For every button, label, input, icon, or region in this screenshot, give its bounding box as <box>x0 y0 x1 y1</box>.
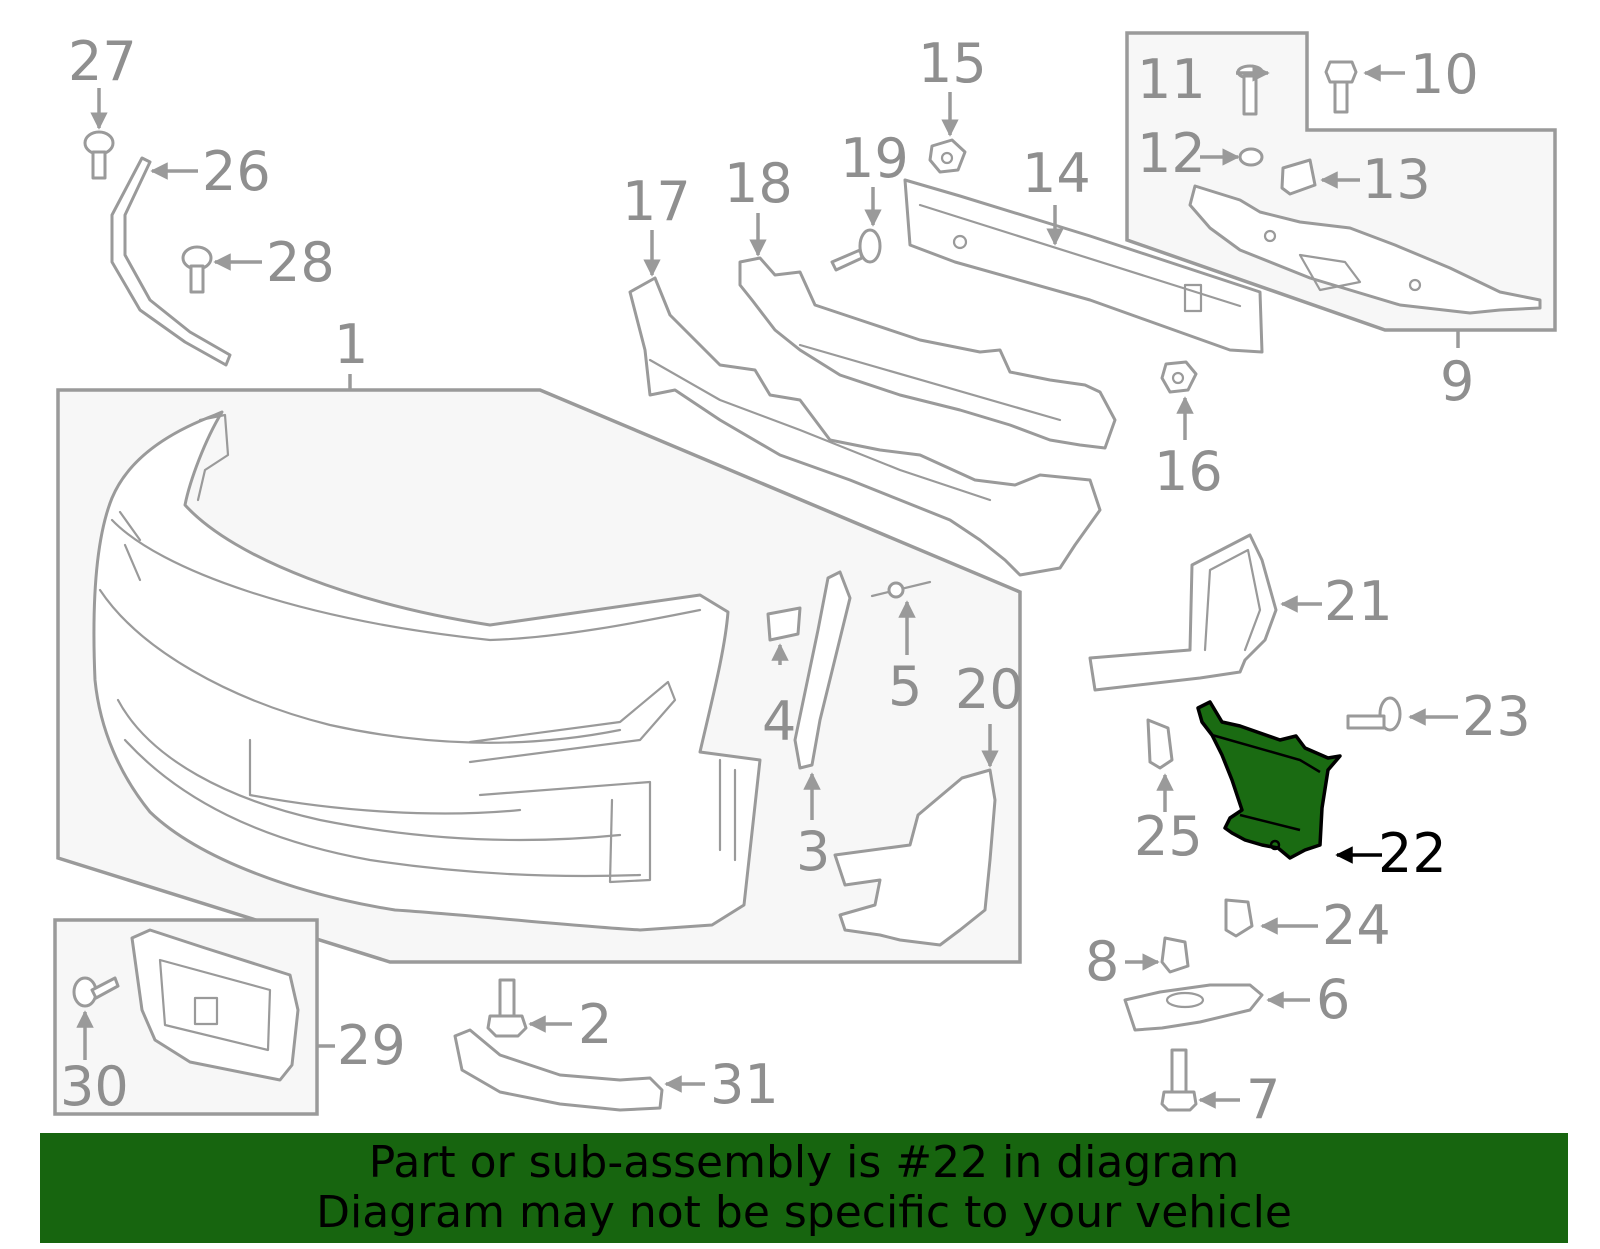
part-29-plate-bracket <box>130 928 300 1082</box>
callout-14: 14 <box>1022 142 1091 205</box>
part-23-bolt <box>1346 696 1402 732</box>
callout-20: 20 <box>955 658 1024 721</box>
part-19-screw <box>830 228 882 272</box>
callout-16: 16 <box>1154 440 1223 503</box>
banner-line-1: Part or sub-assembly is #22 in diagram <box>368 1137 1240 1188</box>
callout-labels: 1 2 3 4 5 6 7 8 9 10 11 12 13 14 15 16 1… <box>60 30 1531 1131</box>
callout-30: 30 <box>60 1055 129 1118</box>
part-9-bracket <box>1188 184 1542 315</box>
part-6-bracket <box>1123 983 1264 1032</box>
part-20-bracket <box>833 768 997 947</box>
part-17-reinforcement <box>628 276 1102 577</box>
callout-29: 29 <box>337 1014 406 1077</box>
part-30-screw <box>72 976 120 1008</box>
callout-5: 5 <box>888 655 922 718</box>
callout-19: 19 <box>840 127 909 190</box>
callout-13: 13 <box>1362 148 1431 211</box>
part-18-bracket <box>738 256 1117 450</box>
part-27-screw <box>83 130 115 180</box>
part-14-absorber <box>903 178 1264 354</box>
callout-18: 18 <box>724 152 793 215</box>
part-8-clip <box>1160 936 1190 974</box>
callout-10: 10 <box>1410 43 1479 106</box>
callout-6: 6 <box>1316 968 1350 1031</box>
part-2-bolt <box>486 978 528 1038</box>
part-22-highlighted <box>1196 700 1342 860</box>
part-24-clip <box>1224 898 1254 938</box>
callout-21: 21 <box>1324 570 1393 633</box>
callout-3: 3 <box>796 820 830 883</box>
part-10-bolt <box>1324 60 1358 114</box>
callout-31: 31 <box>710 1053 779 1116</box>
bumper-fascia-part <box>92 410 762 932</box>
callout-22: 22 <box>1378 822 1447 885</box>
callout-28: 28 <box>266 231 335 294</box>
callout-1: 1 <box>334 313 368 376</box>
part-15-nut <box>928 138 967 174</box>
callout-26: 26 <box>202 140 271 203</box>
part-7-bolt <box>1160 1048 1198 1112</box>
banner-line-2: Diagram may not be specific to your vehi… <box>316 1187 1292 1238</box>
callout-4: 4 <box>762 690 796 753</box>
part-16-nut <box>1160 360 1198 394</box>
callout-12: 12 <box>1137 122 1206 185</box>
part-25-clip <box>1146 718 1174 770</box>
callout-24: 24 <box>1322 894 1391 957</box>
part-31-spoiler <box>453 1028 664 1112</box>
part-5-pin <box>870 580 932 599</box>
callout-15: 15 <box>918 32 987 95</box>
part-4-clip <box>766 606 802 642</box>
callout-23: 23 <box>1462 685 1531 748</box>
callout-27: 27 <box>68 30 137 93</box>
leader-lines <box>76 64 1458 1109</box>
part-3-strip <box>793 570 852 770</box>
callout-9: 9 <box>1440 350 1474 413</box>
callout-11: 11 <box>1137 48 1206 111</box>
callout-25: 25 <box>1134 805 1203 868</box>
info-banner: Part or sub-assembly is #22 in diagram D… <box>40 1133 1568 1243</box>
part-26-molding <box>110 156 232 367</box>
part-12-nut <box>1238 147 1264 167</box>
part-13-clip <box>1280 158 1317 196</box>
callout-7: 7 <box>1246 1068 1280 1131</box>
callout-2: 2 <box>578 993 612 1056</box>
callout-17: 17 <box>622 170 691 233</box>
part-21-deflector <box>1088 533 1278 692</box>
callout-8: 8 <box>1085 930 1119 993</box>
part-28-screw <box>181 245 213 294</box>
